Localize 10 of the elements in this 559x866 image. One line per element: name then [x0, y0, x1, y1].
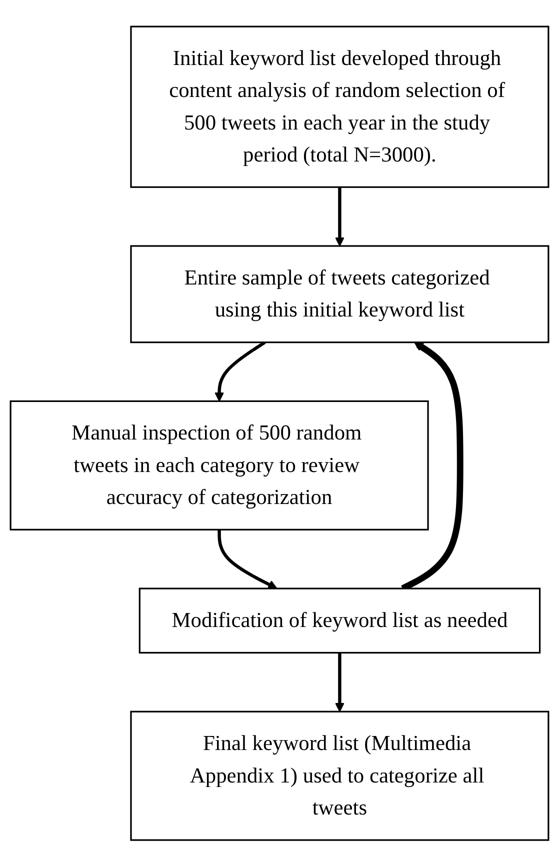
- node-box: [138, 587, 541, 654]
- node-box: [130, 25, 550, 188]
- node-box: [130, 710, 550, 841]
- arrow: [218, 529, 278, 589]
- arrow: [335, 186, 344, 246]
- arrow: [214, 340, 266, 402]
- node-box: [10, 400, 429, 530]
- arrow: [335, 652, 344, 712]
- node-box: [130, 244, 550, 343]
- flowchart-drawing: Initial keyword list developed through content analysis of random selection of 500 tweets in each year in the study period (total N=3000). Entire sample of tweets categorized using this initial keyword list Manual inspection of 500 random tweets in each category to review accuracy of categorization Modification of keyword list as needed Final keyword list (Multimedia Appendix 1) used to categorize all tweets: [2, 18, 557, 848]
